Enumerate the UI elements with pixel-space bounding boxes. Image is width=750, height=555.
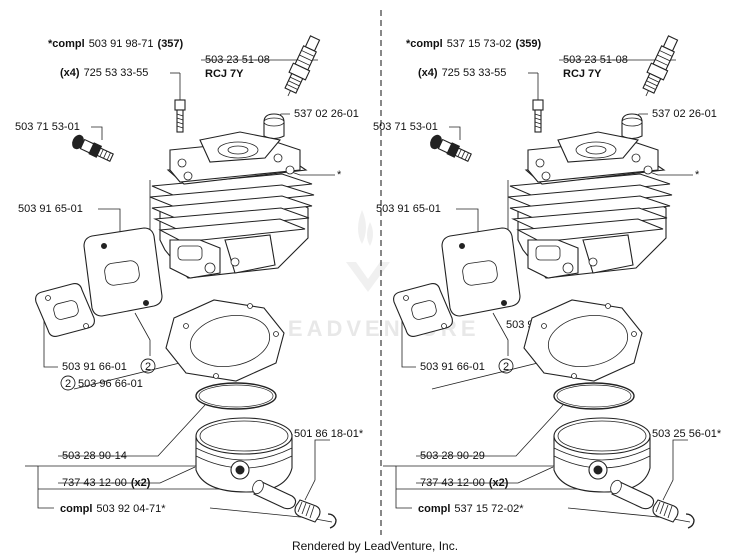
bolt-label: (x4) 725 53 33-55 [418, 67, 506, 79]
valve-number: 503 71 53-01 [15, 121, 80, 133]
watermark-logo [346, 210, 390, 292]
spark-plug-icon [284, 35, 321, 97]
piston-pin-icon [252, 479, 297, 510]
decompression-valve-icon [72, 134, 114, 162]
piston-ring-icon [553, 382, 635, 410]
circlip-icon [685, 513, 695, 529]
cylinder-star-mark: * [337, 169, 342, 181]
needle-bearing-icon [294, 499, 321, 523]
plate-number: 503 91 65-01 [18, 203, 83, 215]
gasket-number: 503 91 66-01 [420, 361, 485, 373]
gasket-number: 503 91 66-01 [62, 361, 127, 373]
compl-label: *compl 503 91 98-71 (357) [48, 38, 184, 50]
cylinder-icon [507, 131, 673, 279]
exhaust-plate-icon [83, 227, 163, 317]
decompression-cap-icon [263, 113, 285, 140]
compl-label: *compl 537 15 73-02 (359) [406, 38, 542, 50]
piston-number: 503 92 04-71* [96, 503, 166, 515]
gasket-qty-text: 2 [503, 361, 509, 373]
piston-prefix: compl [60, 503, 92, 515]
bolt-qty: (x4) [60, 67, 80, 79]
spark-plug-type: RCJ 7Y [563, 68, 602, 80]
bolt-number: 725 53 33-55 [442, 67, 507, 79]
piston-icon [195, 417, 293, 493]
compl-prefix: *compl [48, 38, 85, 50]
gasket-qty-badge: 2 [140, 358, 156, 374]
circlip-icon [327, 513, 337, 529]
cylinder-bolt-icon [174, 99, 186, 133]
compl-number: 537 15 73-02 [447, 38, 512, 50]
bolt-qty: (x4) [418, 67, 438, 79]
gasket-qty-text: 2 [145, 361, 151, 373]
base-gasket-number: 503 96 66-01 [78, 378, 143, 390]
bolt-number: 725 53 33-55 [84, 67, 149, 79]
bolt-label: (x4) 725 53 33-55 [60, 67, 148, 79]
compl-number: 503 91 98-71 [89, 38, 154, 50]
piston-label: compl 503 92 04-71* [60, 503, 166, 515]
cylinder-star-mark: * [695, 169, 700, 181]
cap-number: 537 02 26-01 [652, 108, 717, 120]
base-gasket-qty-badge: 2 [60, 375, 76, 391]
cap-number: 537 02 26-01 [294, 108, 359, 120]
bearing-number: 501 86 18-01* [294, 428, 364, 440]
bearing-number: 503 25 56-01* [652, 428, 722, 440]
piston-ring-icon [195, 382, 277, 410]
base-gasket-icon [165, 299, 285, 382]
piston-pin-icon [610, 479, 655, 510]
piston-prefix: compl [418, 503, 450, 515]
cylinder-icon [149, 131, 315, 279]
spark-plug-type: RCJ 7Y [205, 68, 244, 80]
base-gasket-qty-text: 2 [65, 378, 71, 390]
compl-prefix: *compl [406, 38, 443, 50]
footer-credit: Rendered by LeadVenture, Inc. [292, 539, 458, 553]
decompression-cap-icon [621, 113, 643, 140]
exhaust-plate-icon [441, 227, 521, 317]
compl-ref: (357) [158, 38, 184, 50]
piston-number: 537 15 72-02* [454, 503, 524, 515]
gasket-qty-badge: 2 [498, 358, 514, 374]
spark-plug-icon [642, 35, 679, 97]
piston-icon [553, 417, 651, 493]
cylinder-bolt-icon [532, 99, 544, 133]
piston-label: compl 537 15 72-02* [418, 503, 524, 515]
exhaust-gasket-icon [35, 283, 95, 337]
decompression-valve-icon [430, 134, 472, 162]
needle-bearing-icon [652, 499, 679, 523]
plate-number: 503 91 65-01 [376, 203, 441, 215]
valve-number: 503 71 53-01 [373, 121, 438, 133]
compl-ref: (359) [516, 38, 542, 50]
base-gasket-icon [523, 299, 643, 382]
exhaust-gasket-icon [393, 283, 453, 337]
